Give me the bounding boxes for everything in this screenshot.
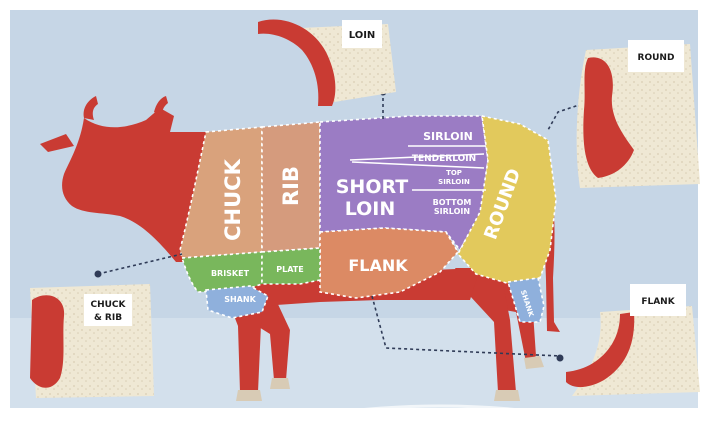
rib-label: RIB bbox=[279, 166, 303, 206]
short-loin-label-line2: LOIN bbox=[345, 198, 396, 220]
hoof bbox=[270, 378, 290, 389]
loin-label: LOIN bbox=[349, 30, 376, 41]
chuck-rib-label-line1: CHUCK bbox=[90, 300, 126, 310]
brisket-label: BRISKET bbox=[211, 269, 250, 278]
chuck-rib-steak-image bbox=[30, 295, 64, 388]
hoof bbox=[494, 390, 520, 401]
bottom-sirloin-label-line1: BOTTOM bbox=[433, 198, 472, 207]
chuck-rib-label-line2: & RIB bbox=[94, 313, 122, 323]
round-callout[interactable]: ROUND bbox=[577, 40, 700, 188]
chuck-rib-callout[interactable]: CHUCK & RIB bbox=[30, 284, 154, 398]
fore-shank-label: SHANK bbox=[224, 295, 256, 304]
hoof bbox=[236, 390, 262, 401]
chuck-label: CHUCK bbox=[221, 158, 245, 240]
bottom-sirloin-label-line2: SIRLOIN bbox=[434, 207, 470, 216]
sirloin-label: SIRLOIN bbox=[423, 130, 473, 143]
tenderloin-label: TENDERLOIN bbox=[412, 154, 476, 164]
round-label: ROUND bbox=[638, 53, 675, 63]
short-loin-label-line1: SHORT bbox=[336, 176, 409, 198]
plate-label: PLATE bbox=[276, 265, 303, 274]
flank-label: FLANK bbox=[348, 256, 408, 275]
top-sirloin-label-line2: SIRLOIN bbox=[438, 178, 470, 186]
flank-label: FLANK bbox=[641, 297, 675, 307]
top-sirloin-label-line1: TOP bbox=[446, 169, 462, 177]
